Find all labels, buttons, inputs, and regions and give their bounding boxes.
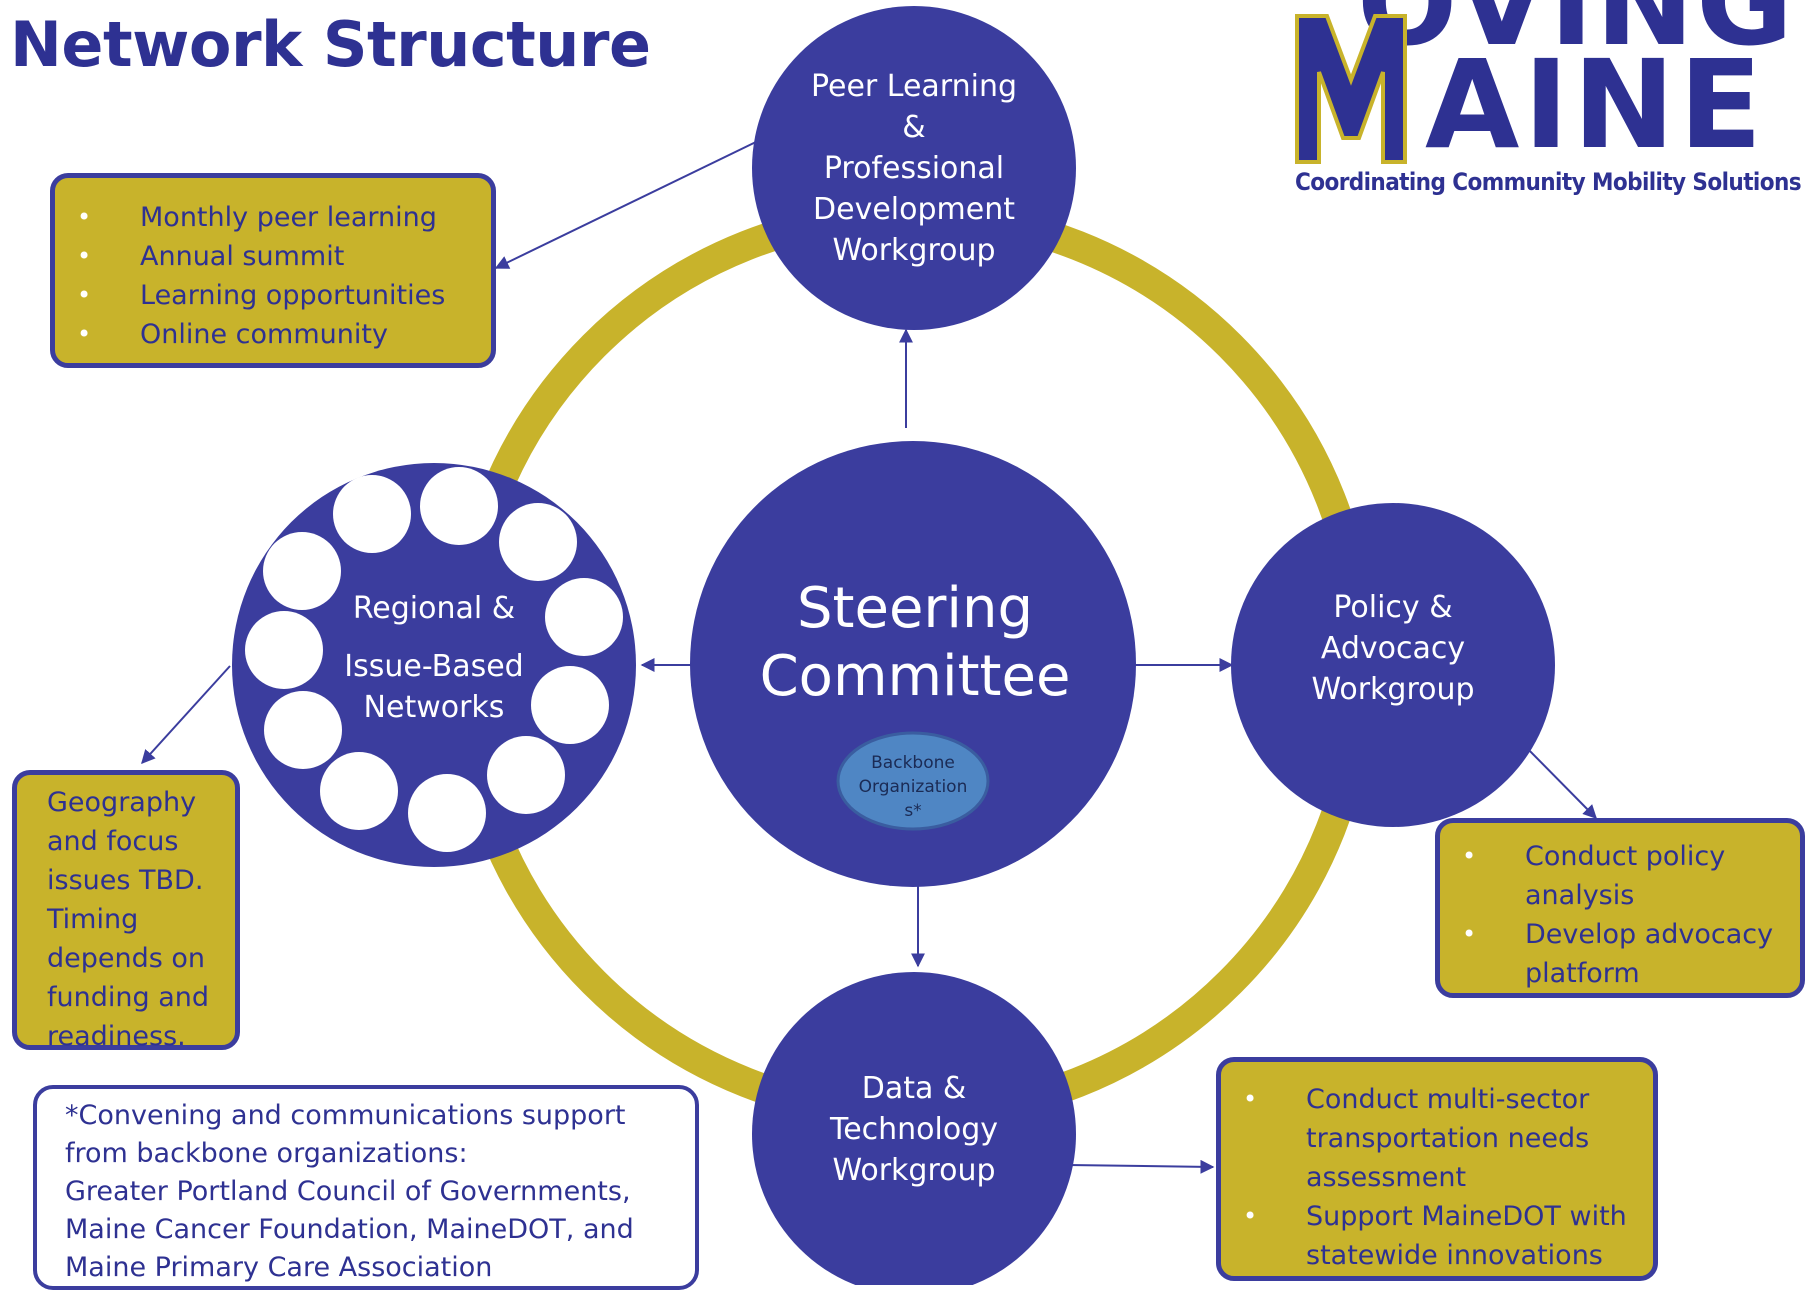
subnetwork-circle: [408, 774, 486, 852]
peer-learning-item: Learning opportunities: [55, 276, 491, 315]
policy-label-line: Workgroup: [1311, 672, 1475, 707]
backbone-label-line: Organization: [858, 777, 968, 797]
logo-main-text: AINE: [1425, 34, 1767, 176]
peer-label-line: Peer Learning: [810, 69, 1018, 104]
subnetwork-circle: [333, 475, 411, 553]
footnote-line: Maine Cancer Foundation, MaineDOT, and: [65, 1214, 634, 1245]
footnote-line: Greater Portland Council of Governments,: [65, 1176, 631, 1207]
subnetwork-circle: [245, 611, 323, 689]
backbone-organizations-label: Backbone Organization s*: [838, 751, 988, 823]
regional-box-line: and focus: [47, 826, 179, 857]
regional-box-line: funding and: [47, 982, 209, 1013]
peer-learning-item: Online community: [55, 315, 491, 354]
policy-item-line: platform: [1525, 958, 1640, 989]
data-label-line: Workgroup: [832, 1153, 996, 1188]
data-label-line: Technology: [829, 1112, 999, 1147]
subnetwork-circle: [264, 691, 342, 769]
data-item-line: transportation needs: [1306, 1123, 1590, 1154]
policy-label-line: Advocacy: [1320, 631, 1466, 666]
data-label-line: Data &: [861, 1071, 967, 1106]
policy-advocacy-node: [1231, 503, 1555, 827]
data-technology-item: Support MaineDOT with statewide innovati…: [1221, 1197, 1653, 1275]
regional-label-line3: Networks: [363, 690, 505, 725]
data-technology-box: Conduct multi-sector transportation need…: [1216, 1057, 1658, 1281]
backbone-label-line: Backbone: [871, 753, 955, 773]
subnetwork-circle: [487, 736, 565, 814]
policy-advocacy-item: Develop advocacy platform: [1440, 915, 1800, 993]
peer-label-line: Professional: [823, 151, 1005, 186]
footnote-line: *Convening and communications support: [65, 1100, 626, 1131]
data-technology-node: [752, 972, 1076, 1285]
steering-label-line2: Committee: [759, 644, 1071, 709]
peer-learning-node: [752, 6, 1076, 330]
policy-advocacy-label: Policy & Advocacy Workgroup: [1253, 587, 1533, 710]
footnote-line: Maine Primary Care Association: [65, 1252, 493, 1283]
peer-learning-list: Monthly peer learning Annual summit Lear…: [55, 198, 491, 354]
policy-item-line: Develop advocacy: [1525, 919, 1774, 950]
logo-top-text: OVING: [1357, 0, 1795, 72]
steering-label-line1: Steering: [796, 576, 1034, 641]
backbone-organizations-node: [836, 731, 990, 831]
policy-item-line: Conduct policy: [1525, 841, 1726, 872]
data-technology-list: Conduct multi-sector transportation need…: [1221, 1080, 1653, 1275]
data-item-line: statewide innovations: [1306, 1240, 1603, 1271]
arrow-peer-to-box: [494, 139, 761, 269]
peer-learning-box: Monthly peer learning Annual summit Lear…: [50, 173, 496, 368]
subnetwork-circle: [499, 503, 577, 581]
moving-maine-logo: OVING AINE Coordinating Community Mobili…: [1295, 0, 1802, 208]
footnote-line: from backbone organizations:: [65, 1138, 468, 1169]
regional-box-text: Geography and focus issues TBD. Timing d…: [17, 775, 235, 1056]
peer-label-line: &: [902, 110, 926, 145]
steering-committee-label: Steering Committee: [690, 575, 1140, 711]
data-technology-label: Data & Technology Workgroup: [774, 1068, 1054, 1191]
regional-subnetwork-circles: [245, 467, 623, 852]
regional-box-line: Timing: [47, 904, 139, 935]
subnetwork-circle: [531, 666, 609, 744]
steering-committee-node: [690, 441, 1136, 887]
regional-label-line1: Regional &: [352, 591, 516, 626]
peer-learning-item: Annual summit: [55, 237, 491, 276]
logo-tagline: Coordinating Community Mobility Solution…: [1295, 168, 1802, 196]
regional-box-line: depends on: [47, 943, 206, 974]
data-item-line: assessment: [1306, 1162, 1467, 1193]
peer-learning-label: Peer Learning & Professional Development…: [764, 66, 1064, 271]
backbone-label-line: s*: [904, 801, 922, 821]
policy-item-line: analysis: [1525, 880, 1635, 911]
page-title: Network Structure: [10, 8, 651, 81]
data-item-line: Support MaineDOT with: [1306, 1201, 1627, 1232]
regional-networks-box: Geography and focus issues TBD. Timing d…: [12, 770, 240, 1052]
regional-box-line: readiness.: [47, 1021, 186, 1052]
policy-advocacy-box: Conduct policy analysis Develop advocacy…: [1435, 818, 1805, 998]
regional-box-line: issues TBD.: [47, 865, 204, 896]
subnetwork-circle: [263, 532, 341, 610]
logo-m-letter: [1295, 14, 1407, 164]
data-item-line: Conduct multi-sector: [1306, 1084, 1590, 1115]
peer-label-line: Workgroup: [832, 233, 996, 268]
arrow-policy-to-box: [1522, 743, 1597, 819]
arrow-regional-to-box: [141, 665, 231, 765]
data-technology-item: Conduct multi-sector transportation need…: [1221, 1080, 1653, 1197]
subnetwork-circle: [545, 578, 623, 656]
policy-advocacy-list: Conduct policy analysis Develop advocacy…: [1440, 837, 1800, 993]
policy-label-line: Policy &: [1333, 590, 1453, 625]
arrow-data-to-box: [1067, 1159, 1215, 1174]
peer-label-line: Development: [813, 192, 1015, 227]
subnetwork-circle: [420, 467, 498, 545]
backbone-footnote-box: *Convening and communications support fr…: [33, 1085, 699, 1290]
policy-advocacy-item: Conduct policy analysis: [1440, 837, 1800, 915]
regional-box-line: Geography: [47, 787, 197, 818]
peer-learning-item: Monthly peer learning: [55, 198, 491, 237]
regional-label-line2: Issue-Based: [344, 649, 524, 684]
subnetwork-circle: [320, 752, 398, 830]
